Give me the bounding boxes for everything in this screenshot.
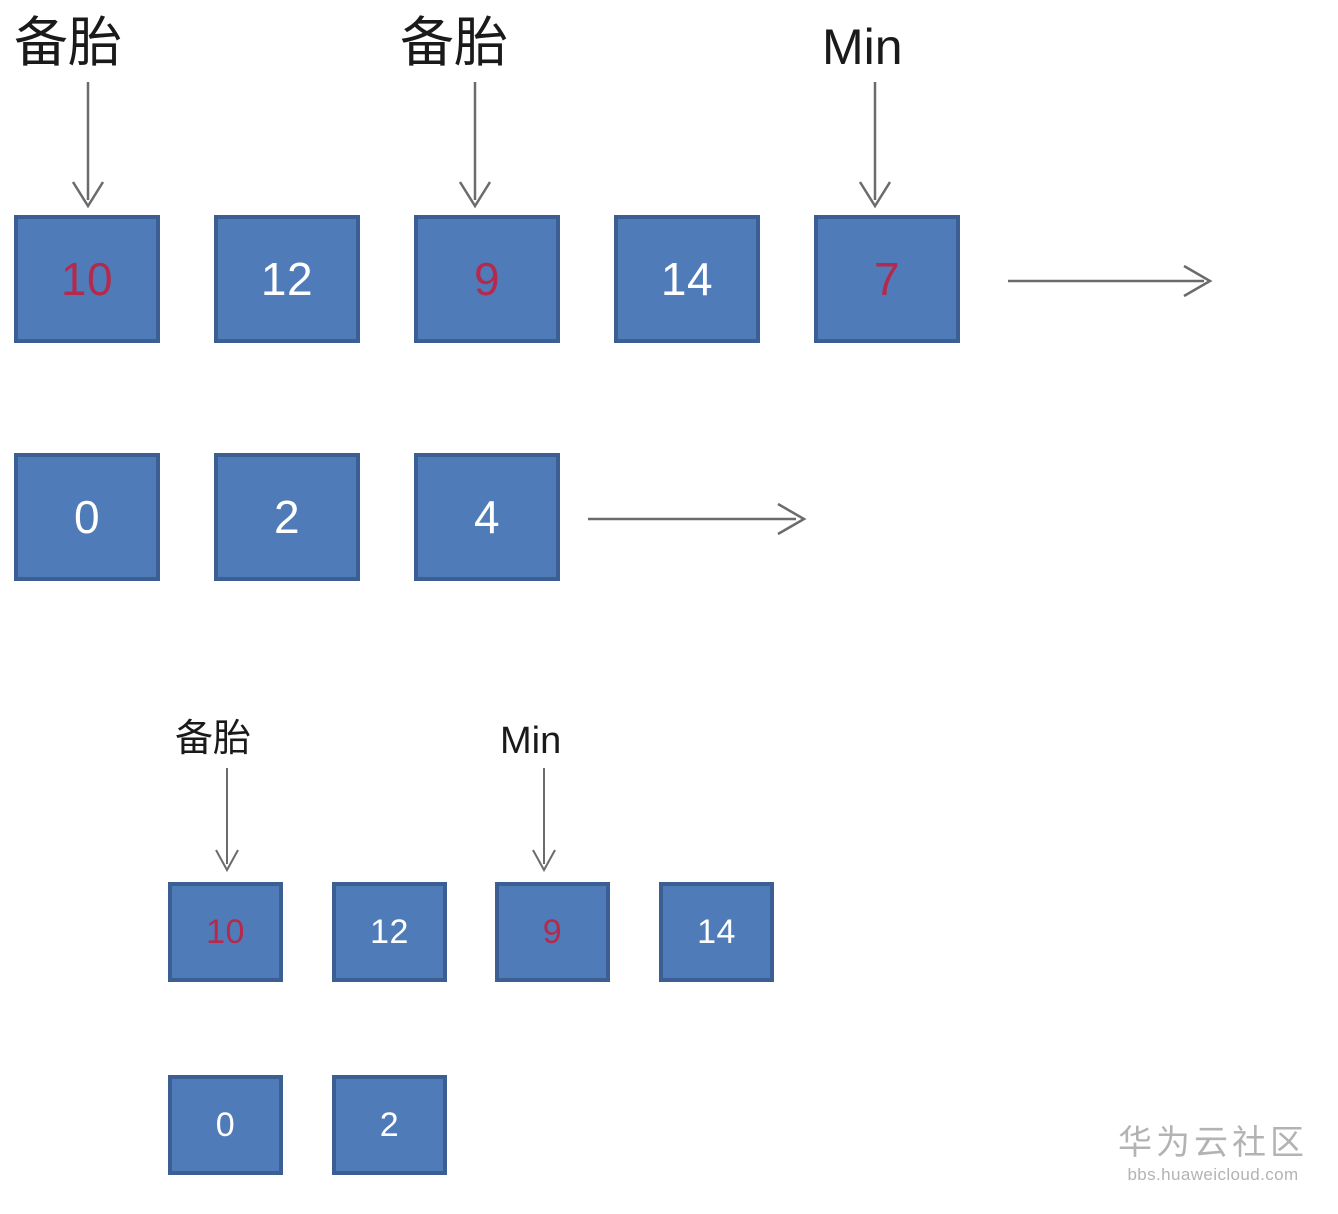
array-cell[interactable]: 12: [332, 882, 447, 982]
array-cell[interactable]: 0: [14, 453, 160, 581]
annotation-label-spare-2: 备胎: [400, 13, 508, 73]
flow-arrow-top-icon: [1008, 264, 1213, 298]
array-cell[interactable]: 7: [814, 215, 960, 343]
array-cell[interactable]: 14: [659, 882, 774, 982]
annotation-label-min-1: Min: [822, 19, 903, 75]
array-cell[interactable]: 9: [495, 882, 610, 982]
array-cell[interactable]: 14: [614, 215, 760, 343]
array-cell[interactable]: 2: [332, 1075, 447, 1175]
annotation-arrow-min-1: [858, 82, 892, 209]
flow-arrow-middle-icon: [588, 502, 807, 536]
array-cell[interactable]: 4: [414, 453, 560, 581]
annotation-arrow-spare-1: [71, 82, 105, 209]
array-cell[interactable]: 2: [214, 453, 360, 581]
watermark: 华为云社区 bbs.huaweicloud.com: [1118, 1124, 1308, 1185]
array-cell[interactable]: 9: [414, 215, 560, 343]
watermark-url: bbs.huaweicloud.com: [1127, 1165, 1299, 1185]
annotation-label-spare-1: 备胎: [14, 13, 122, 73]
annotation-label-min-2: Min: [500, 720, 562, 762]
annotation-arrow-min-2: [532, 768, 556, 873]
watermark-brand: 华为云社区: [1118, 1124, 1308, 1162]
array-cell[interactable]: 0: [168, 1075, 283, 1175]
annotation-label-spare-3: 备胎: [175, 718, 252, 760]
array-cell[interactable]: 10: [14, 215, 160, 343]
annotation-arrow-spare-2: [458, 82, 492, 209]
array-cell[interactable]: 10: [168, 882, 283, 982]
annotation-arrow-spare-3: [215, 768, 239, 873]
array-cell[interactable]: 12: [214, 215, 360, 343]
